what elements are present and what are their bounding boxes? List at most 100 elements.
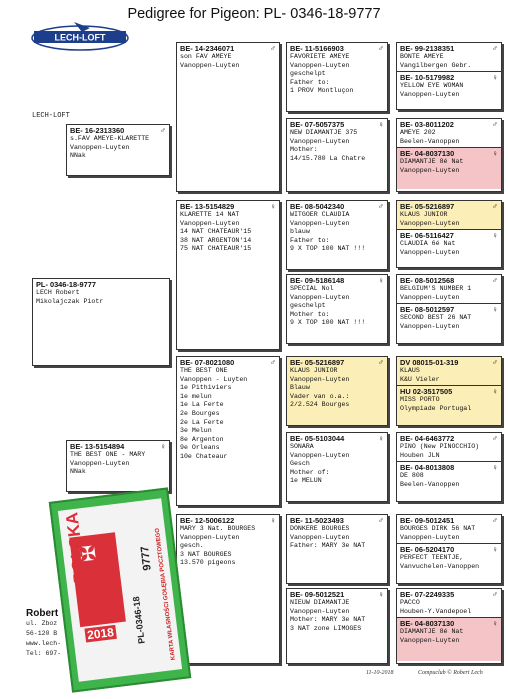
pigeon-line: MISS PORTO (400, 396, 440, 404)
female-icon: ♀ (378, 120, 384, 129)
pigeon-line: Vanoppen-Luyten (290, 61, 350, 69)
pigeon-line: CLAUDIA 6é Nat (400, 240, 456, 248)
male-icon: ♂ (270, 358, 276, 367)
female-icon: ♀ (492, 149, 498, 159)
subject-line: Mikolajczak Piotr (36, 297, 104, 305)
ring-number: BE- 99-2138351 (400, 44, 455, 53)
female-icon: ♀ (492, 231, 498, 241)
gen4-pair-card[interactable]: BE- 08-5012568♂ BELGIUM'S NUMBER 1 Vanop… (396, 274, 502, 344)
female-icon: ♀ (160, 442, 166, 451)
pigeon-line: Vanoppen-Luyten (290, 451, 350, 459)
pigeon-line: 2/2.524 Bourges (290, 401, 350, 409)
pigeon-line: blauw (290, 228, 310, 236)
pigeon-line: SONARA (290, 443, 314, 450)
male-icon: ♂ (378, 44, 384, 53)
pigeon-line: YELLOW EYE WOMAN (400, 82, 464, 90)
male-icon: ♂ (378, 358, 384, 367)
pigeon-line: 8e Argenton (180, 435, 224, 443)
ring-number: BE- 10-5179982 (400, 73, 455, 83)
ring-number: BE- 04-8037130 (400, 619, 455, 629)
gen4-pair-card[interactable]: BE- 05-5216897♂ KLAUS JUNIOR Vanoppen-Lu… (396, 200, 502, 268)
female-icon: ♀ (270, 516, 276, 525)
pigeon-line: NIEUW DIAMANTJE (290, 599, 350, 606)
ring-number: BE- 05-5216897 (400, 202, 455, 211)
gen4-pair-card[interactable]: BE- 03-8011202♂ AMEYE 202 Beelen-Vanoppe… (396, 118, 502, 192)
pigeon-line: gesch. (180, 542, 204, 550)
pigeon-line: Father to: (290, 78, 330, 86)
pigeon-name: THE BEST ONE - MARY (70, 451, 146, 458)
gen4-pair-card[interactable]: DV 08015-01-319♂ KLAUS K&U Vieler HU 02-… (396, 356, 502, 426)
pigeon-line: DE 808 (400, 472, 424, 480)
pigeon-line: DIAMANTJE 8é Nat (400, 628, 464, 636)
pigeon-line: 3 NAT BOURGES (180, 550, 232, 558)
logo-text: LECH-LOFT (55, 33, 106, 43)
female-icon: ♀ (492, 545, 498, 555)
pigeon-line: 9e Orleans (180, 444, 220, 452)
great-grandparent-card[interactable]: BE- 07-5057375♀ NEW DIAMANTJE 375 Vanopp… (286, 118, 388, 192)
owner-line: ul. Zboz (26, 620, 58, 627)
pigeon-line: Vanoppen-Luyten (400, 322, 460, 330)
dam-card[interactable]: BE- 13-5154894♀ THE BEST ONE - MARY Vano… (66, 440, 170, 492)
pigeon-note: NNak (70, 152, 86, 160)
great-grandparent-card[interactable]: BE- 05-5216897♂ KLAUS JUNIOR Vanoppen-Lu… (286, 356, 388, 426)
ring-number: BE- 07-5057375 (290, 120, 345, 129)
pigeon-line: Vanoppen-Luyten (290, 375, 350, 383)
pigeon-line: WITGOER CLAUDIA (290, 211, 350, 218)
gen4-pair-card[interactable]: BE- 09-5012451♂ BOURGES DIRK 56 NAT Vano… (396, 514, 502, 584)
pigeon-line: Mother: (290, 146, 318, 154)
pigeon-name: s.FAV AMEYE-KLARETTE (70, 135, 150, 142)
pigeon-line: Vanoppen-Luyten (180, 219, 240, 227)
pigeon-line: 14 NAT CHATEAUR'15 (180, 228, 252, 236)
sire-card[interactable]: BE- 16-2313360♂ s.FAV AMEYE-KLARETTE Van… (66, 124, 170, 176)
grandparent-card[interactable]: BE- 07-8021080♂ THE BEST ONE Vanoppen - … (176, 356, 280, 506)
pigeon-line: 1e Pithiviers (180, 384, 232, 392)
ring-number: BE- 04-6463772 (400, 434, 455, 443)
pigeon-line: Mother to: (290, 310, 330, 318)
pigeon-line: MARY 3 Nat. BOURGES (180, 525, 256, 532)
footer-date: 11-10-2018 (366, 670, 394, 676)
gen4-pair-card[interactable]: BE- 04-6463772♂ PINO (New PINOCCHIO) Hou… (396, 432, 502, 502)
great-grandparent-card[interactable]: BE- 09-5186148♀ SPECIAL Nol Vanoppen-Luy… (286, 274, 388, 344)
gen4-pair-card[interactable]: BE- 99-2138351♂ BONTE AMEYE Vangilbergen… (396, 42, 502, 110)
pigeon-line: Father to: (290, 236, 330, 244)
pigeon-line: Beelen-Vanoppen (400, 480, 460, 488)
ring-number: BE- 11-5023493 (290, 516, 344, 525)
pigeon-line: 1 PROV Montluçon (290, 87, 354, 95)
male-icon: ♂ (492, 44, 498, 53)
grandparent-card[interactable]: BE- 14-2346071♂ son FAV AMEYE Vanoppen-L… (176, 42, 280, 192)
grandparent-card[interactable]: BE- 12-5006122♀ MARY 3 Nat. BOURGES Vano… (176, 514, 280, 664)
pigeon-line: Mother: MARY 3e NAT (290, 616, 366, 624)
pigeon-line: Vanoppen-Luyten (400, 248, 460, 256)
great-grandparent-card[interactable]: BE- 08-5042340♂ WITGOER CLAUDIA Vanoppen… (286, 200, 388, 270)
pigeon-line: PINO (New PINOCCHIO) (400, 443, 480, 450)
gen4-pair-card[interactable]: BE- 07-2249335♂ PACCO Houben-Y.Vandepoel… (396, 588, 502, 664)
pigeon-line: BOURGES DIRK 56 NAT (400, 525, 476, 532)
pigeon-line: Houben-Y.Vandepoel (400, 607, 472, 615)
great-grandparent-card[interactable]: BE- 11-5023493♂ DONKERE BOURGES Vanoppen… (286, 514, 388, 584)
subject-pigeon-card[interactable]: PL- 0346-18-9777 LECH Robert Mikolajczak… (32, 278, 170, 366)
page-title: Pedigree for Pigeon: PL- 0346-18-9777 (127, 6, 381, 22)
male-icon: ♂ (160, 126, 166, 135)
ring-number: BE- 14-2346071 (180, 44, 235, 53)
ring-number: HU 02-3517505 (400, 387, 453, 397)
pigeon-line: Vanvuchelen-Vanoppen (400, 562, 480, 570)
female-icon: ♀ (492, 73, 498, 83)
great-grandparent-card[interactable]: BE- 09-5012521♀ NIEUW DIAMANTJE Vanoppen… (286, 588, 388, 664)
pigeon-line: 38 NAT ARGENTON'14 (180, 236, 252, 244)
male-icon: ♂ (492, 434, 498, 443)
pigeon-line: Vanoppen-Luyten (400, 293, 460, 301)
ring-number: BE- 11-5166903 (290, 44, 344, 53)
great-grandparent-card[interactable]: BE- 05-5103044♀ SONARA Vanoppen-Luyten G… (286, 432, 388, 502)
ring-number: BE- 03-8011202 (400, 120, 454, 129)
great-grandparent-card[interactable]: BE- 11-5166903♂ FAVORIETE AMEYE Vanoppen… (286, 42, 388, 112)
ring-number: BE- 05-5103044 (290, 434, 345, 443)
owner-info: Robert ul. Zboz 56-120 B www.lech- Tel: … (26, 608, 86, 659)
grandparent-card[interactable]: BE- 13-5154829♀ KLARETTE 14 NAT Vanoppen… (176, 200, 280, 350)
pigeon-line: geschelpt (290, 302, 326, 310)
pigeon-line: Vanoppen-Luyten (180, 61, 240, 69)
pigeon-note: NNak (70, 468, 86, 476)
female-icon: ♀ (378, 590, 384, 599)
pigeon-breeder: Vanoppen-Luyten (70, 459, 130, 467)
pigeon-line: Gesch (290, 460, 310, 468)
pigeon-line: Vanoppen-Luyten (290, 219, 350, 227)
